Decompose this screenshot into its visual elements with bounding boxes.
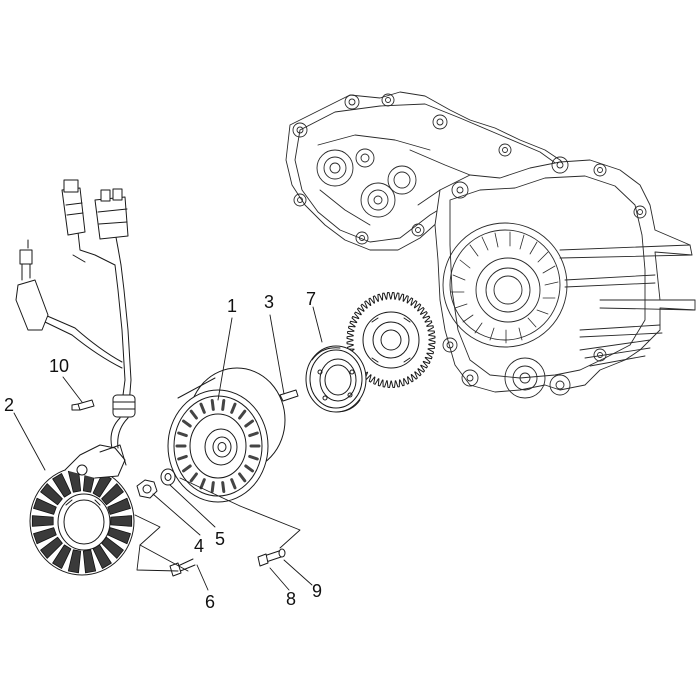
callout-5: 5 xyxy=(214,529,226,549)
rotor-slot xyxy=(238,409,247,420)
engine-crankcase xyxy=(285,91,696,399)
woodruff-key xyxy=(279,389,299,402)
rotor-slot xyxy=(210,481,215,493)
rotor-slot xyxy=(210,399,215,411)
stator-coil xyxy=(82,549,97,574)
rotor-slot xyxy=(244,419,254,428)
rotor-slot xyxy=(230,478,237,490)
leader-lines xyxy=(13,306,323,591)
rotor-slot xyxy=(199,478,206,490)
stator-coil xyxy=(107,497,131,515)
stator-coil xyxy=(52,473,72,498)
rotor-slot xyxy=(182,419,192,428)
ring-gear xyxy=(346,292,436,388)
rotor-slot xyxy=(244,464,254,473)
rotor-slot xyxy=(230,402,237,414)
rotor-slot xyxy=(221,481,226,493)
stator-coil xyxy=(110,515,133,527)
nut-and-washer xyxy=(136,468,176,499)
wiring-harness xyxy=(15,179,136,449)
bolts xyxy=(71,399,286,577)
freewheel-clutch xyxy=(305,345,367,413)
rotor-slot xyxy=(177,454,188,461)
callout-2: 2 xyxy=(3,395,15,415)
callout-6: 6 xyxy=(204,592,216,612)
callout-7: 7 xyxy=(305,289,317,309)
rotor-slot xyxy=(248,431,259,438)
rotor-slot xyxy=(248,454,259,461)
rotor-slot xyxy=(199,402,206,414)
stator-coil xyxy=(31,515,54,527)
callout-9: 9 xyxy=(311,581,323,601)
rotor-slot xyxy=(182,464,192,473)
stator-coil xyxy=(33,497,57,515)
flywheel-rotor xyxy=(167,367,286,503)
callout-3: 3 xyxy=(263,292,275,312)
stator-coil xyxy=(101,483,124,506)
callout-4: 4 xyxy=(193,536,205,556)
rotor-slot xyxy=(177,431,188,438)
stator xyxy=(29,444,135,576)
rotor-slot xyxy=(189,409,198,420)
stator-coil xyxy=(40,536,63,559)
stator-coil xyxy=(40,483,63,506)
callout-10: 10 xyxy=(48,356,70,376)
stator-coil xyxy=(92,473,112,498)
callout-8: 8 xyxy=(285,589,297,609)
rotor-slot xyxy=(238,472,247,483)
stator-coil xyxy=(52,544,72,569)
stator-coil xyxy=(33,527,57,545)
callout-1: 1 xyxy=(226,296,238,316)
rotor-slot xyxy=(189,472,198,483)
rotor-slot xyxy=(221,399,226,411)
stator-coil xyxy=(67,549,82,574)
